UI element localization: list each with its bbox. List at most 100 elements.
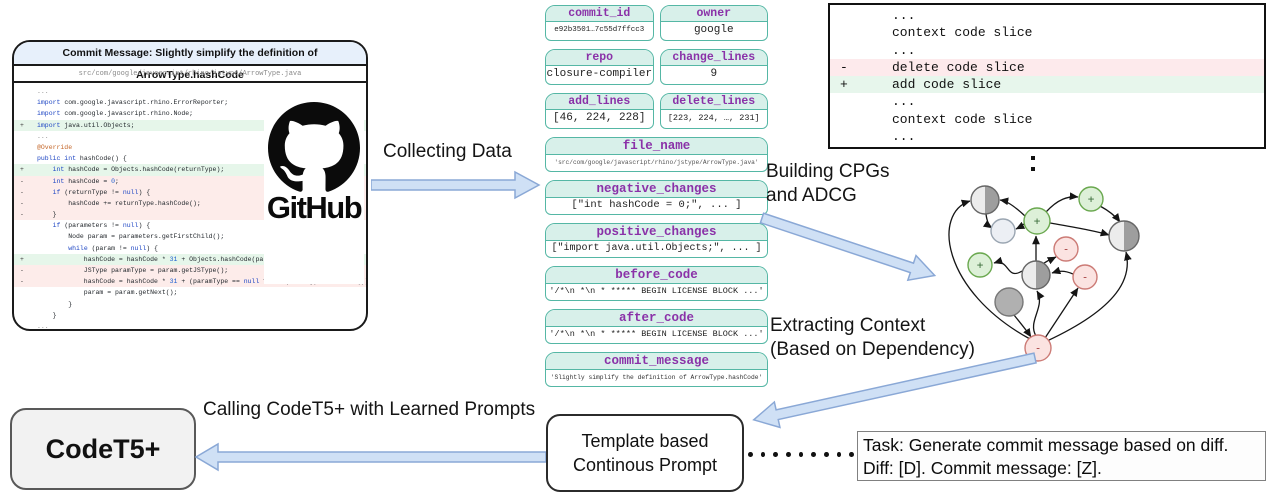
graph-node-half [1021,260,1051,290]
collecting-data-label: Collecting Data [383,141,512,162]
slice-line: context code slice [830,24,1264,41]
diff-line: } [14,310,366,321]
diff-line: + hashCode = hashCode * 31 + Objects.has… [14,253,366,265]
slice-line: +add code slice [830,76,1264,94]
calling-codet5-label: Calling CodeT5+ with Learned Prompts [203,399,536,420]
field-label: commit_id [546,6,653,22]
field-value: '/*\n *\n * ***** BEGIN LICENSE BLOCK ..… [549,286,764,296]
field-label: positive_changes [546,224,767,241]
diff-line-text: public int hashCode() { [37,155,127,163]
slice-line: ... [830,42,1264,59]
graph-node-half [970,185,1000,215]
diff-line-text: hashCode = hashCode * 31 + Objects.hashC… [37,255,330,263]
graph-node-plus [1023,207,1051,235]
github-logo: GitHub [264,102,364,284]
graph-node-sign: - [1063,243,1070,256]
graph-edge-C-A [999,197,1026,217]
field-value: 9 [710,68,718,80]
field-value: ["int hashCode = 0;", ... ] [571,199,742,211]
diff-line-text: } [37,300,73,308]
slice-line-text: ... [892,42,916,58]
diff-line-text: import java.util.Objects; [37,121,135,129]
diff-line: - int hashCode = 0; [14,175,366,187]
diff-line-text: ... [37,132,49,140]
diff-code: ... import com.google.javascript.rhino.Er… [14,83,366,329]
field-value: 'Slightly simplify the definition of Arr… [550,374,763,381]
code-slice-box: ...context code slice...-delete code sli… [828,3,1266,149]
diff-line: Node param = parameters.getFirstChild(); [14,231,366,242]
graph-edge-D-E [1099,205,1121,223]
diff-line-text: import com.google.javascript.rhino.Error… [37,99,229,107]
graph-node-minus [1072,264,1098,290]
diff-line-text: ... [37,88,49,95]
diff-line-marker: - [20,199,24,207]
diff-line: - if (returnType != null) { [14,186,366,198]
graph-node-plus [967,252,993,278]
graph-edge-K-H [1032,290,1045,337]
slice-line: -delete code slice [830,58,1264,77]
diff-line: } [14,299,366,310]
field-value: ["import java.util.Objects;", ... ] [551,243,762,254]
slice-line-text: ... [892,8,916,23]
graph-node-plus [1078,186,1104,212]
field-label: commit_message [546,353,767,370]
diff-line-text: Node param = parameters.getFirstChild(); [37,233,225,241]
diff-line: param = param.getNext(); [14,287,366,298]
diff-line-text: } [37,311,57,319]
graph-node-minus [1053,236,1079,262]
diff-line-text: int hashCode = Objects.hashCode(returnTy… [52,166,225,174]
diff-line: public int hashCode() { [14,153,366,164]
diff-line: import com.google.javascript.rhino.Node; [14,108,366,119]
diff-line: ... [14,321,366,329]
field-value: google [693,24,734,36]
graph-node-sign: + [977,259,984,272]
field-add_lines: add_lines[46, 224, 228] [545,93,654,129]
github-diff-card: Commit Message: Slightly simplify the de… [12,40,368,331]
task-prompt-line2: Diff: [D]. Commit message: [Z]. [863,458,1102,478]
slice-line-text: ... [892,129,916,145]
diff-line-marker: - [20,278,24,286]
slice-line: ... [830,93,1264,110]
diff-line: if (parameters != null) { [14,220,366,231]
field-label: after_code [546,310,767,327]
diff-line-text: hashCode += returnType.hashCode(); [37,199,201,207]
diff-line: ... [14,131,366,142]
codet5-box: CodeT5+ [10,408,196,490]
diff-line: - hashCode += returnType.hashCode(); [14,197,366,210]
file-path: src/com/google/javascript/rhino/jstype/A… [14,66,366,83]
building-cpgs-label-line1: Building CPGs [766,161,890,182]
field-commit_message: commit_message 'Slightly simplify the def… [545,352,768,387]
diff-line-marker: - [20,267,24,274]
slice-line: ... [830,128,1264,145]
graph-edge-C-E [1049,222,1110,237]
field-label: owner [660,6,767,22]
graph-edge-H-G [1042,256,1057,265]
diff-line-marker: + [20,255,24,263]
calling-codet5-arrow [194,442,546,472]
graph-edge-C-D [1045,192,1079,213]
slice-line-text: context code slice [892,25,1033,41]
diff-line-text: while (param != null) { [68,244,158,252]
diff-line-text: } [37,211,57,219]
graph-node-sign: + [1088,193,1095,206]
extracting-context-label-line1: Extracting Context [770,315,926,336]
template-prompt-line1: Template based [581,431,709,451]
field-value: '/*\n *\n * ***** BEGIN LICENSE BLOCK ..… [549,329,764,339]
graph-edge-A-B [982,213,993,229]
field-label: file_name [546,138,767,155]
field-positive_changes: positive_changes ["import java.util.Objec… [545,223,768,258]
field-after_code: after_code '/*\n *\n * ***** BEGIN LICENS… [545,309,768,344]
task-prompt-box: Task: Generate commit message based on d… [857,431,1266,481]
slice-line: ... [830,7,1264,24]
field-label: add_lines [546,94,653,110]
field-value: [223, 224, …, 231] [667,113,760,123]
field-before_code: before_code'/*\n *\n * ***** BEGIN LICEN… [545,266,768,301]
diff-line-marker: - [20,211,24,219]
diff-line: ... [14,86,366,97]
commit-message-header: Commit Message: Slightly simplify the de… [14,42,366,81]
field-value: closure-compiler [546,68,653,80]
diff-line: + int hashCode = Objects.hashCode(return… [14,164,366,176]
diff-line: while (param != null) { [14,243,366,254]
